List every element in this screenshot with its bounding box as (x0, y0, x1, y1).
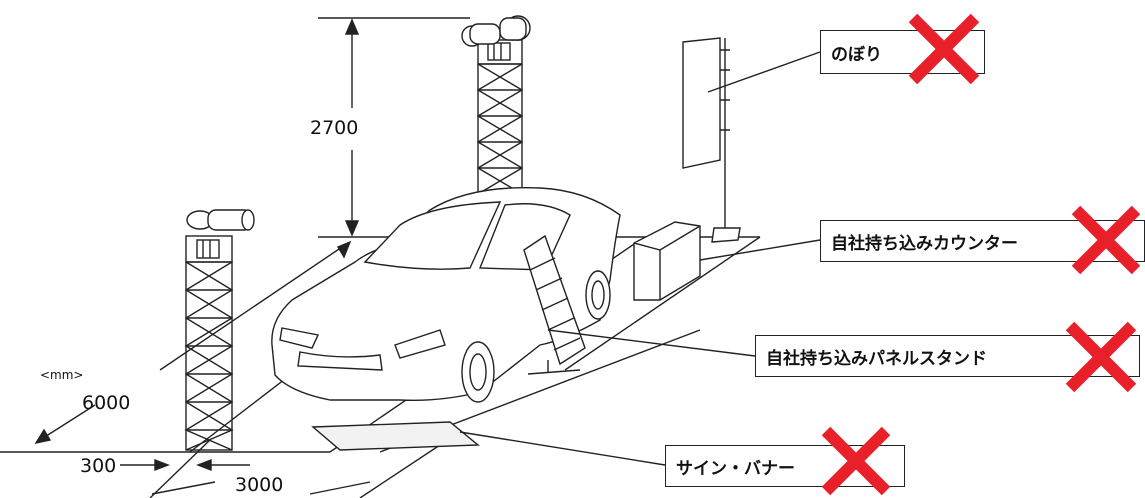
prohibited-x-icon (1071, 205, 1141, 275)
callout-panel-stand: 自社持ち込みパネルスタンド (755, 335, 1140, 377)
callout-sign-banner-label: サイン・バナー (676, 458, 795, 479)
left-truss-tower (184, 235, 234, 451)
callout-nobori-label: のぼり (831, 44, 882, 65)
width-dimension-label: 3000 (235, 474, 284, 496)
rear-truss-tower (476, 39, 524, 195)
callout-counter-label: 自社持ち込みカウンター (831, 233, 1018, 254)
prohibited-x-icon (821, 426, 891, 496)
offset-dimension-line (120, 458, 250, 472)
depth-dimension-label: 6000 (82, 392, 131, 414)
unit-label: <mm> (40, 368, 84, 382)
rear-spotlights (461, 15, 531, 47)
left-spotlight (186, 209, 255, 231)
leader-lines (459, 51, 821, 466)
floor-banner (311, 421, 480, 451)
callout-panel-stand-label: 自社持ち込みパネルスタンド (766, 348, 987, 369)
prohibited-x-icon (1065, 321, 1137, 393)
prohibited-x-icon (908, 13, 980, 85)
height-dimension-label: 2700 (310, 117, 359, 139)
panel-stand (523, 234, 586, 375)
counter-box (633, 221, 701, 301)
height-dimension-line (318, 17, 470, 237)
nobori-flag (682, 37, 741, 243)
car (271, 186, 621, 403)
offset-dimension-label: 300 (80, 455, 117, 477)
